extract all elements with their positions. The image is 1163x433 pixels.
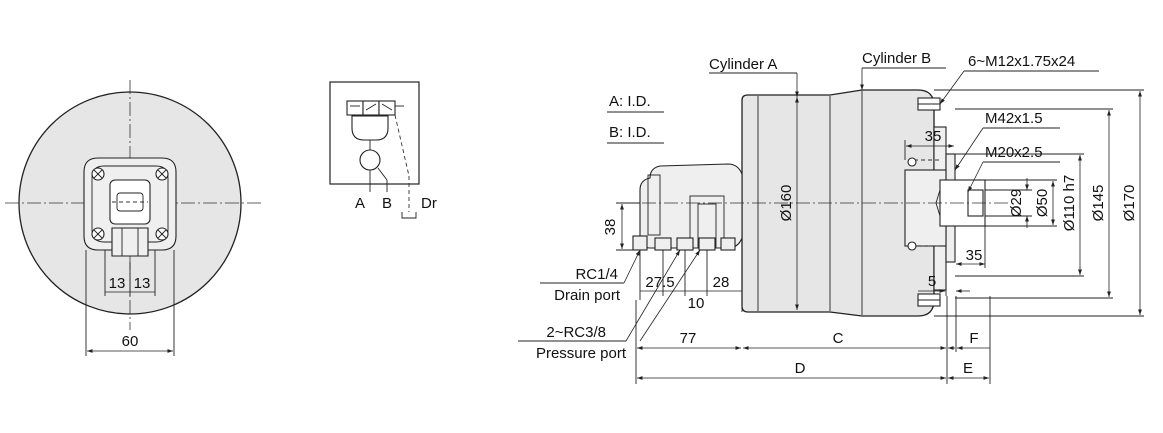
dim-35-bottom: 35 xyxy=(966,247,983,264)
dim-35-top: 35 xyxy=(925,128,942,145)
schematic-port-drain: Dr xyxy=(421,195,437,212)
label-drain-size: RC1/4 xyxy=(575,266,618,283)
dim-dia170: Ø170 xyxy=(1121,185,1138,222)
label-cylinder-b: Cylinder B xyxy=(862,50,931,67)
dim-dia160: Ø160 xyxy=(778,185,795,222)
dim-10: 10 xyxy=(688,295,705,312)
dim-front-width: 60 xyxy=(122,333,139,350)
schematic-check-circle xyxy=(359,149,381,171)
label-b-id: B: I.D. xyxy=(609,124,651,141)
label-pressure-size: 2~RC3/8 xyxy=(546,324,606,341)
label-drain-port: Drain port xyxy=(554,287,621,304)
side-view: Ø160 Cylinder A Cylinder B 6~M12x1.75x24… xyxy=(518,50,1144,384)
rotary-valve xyxy=(639,163,743,249)
front-port-neck xyxy=(111,227,149,257)
dim-dia145: Ø145 xyxy=(1090,185,1107,222)
dim-27-5: 27.5 xyxy=(645,274,674,291)
dim-5: 5 xyxy=(928,273,936,290)
dim-front-port-right: 13 xyxy=(134,275,151,292)
dim-dia110: Ø110 h7 xyxy=(1061,175,1078,231)
schematic-port-b: B xyxy=(382,195,392,212)
schematic-frame xyxy=(329,81,420,185)
label-thread-inner: M20x2.5 xyxy=(985,144,1043,161)
dim-77: 77 xyxy=(680,330,697,347)
label-pressure-port: Pressure port xyxy=(536,345,627,362)
dim-d: D xyxy=(795,360,806,377)
label-a-id: A: I.D. xyxy=(609,93,651,110)
schematic-port-a: A xyxy=(355,195,365,212)
dim-front-port-left: 13 xyxy=(109,275,126,292)
label-thread-outer: M42x1.5 xyxy=(985,110,1043,127)
label-cylinder-a: Cylinder A xyxy=(709,56,777,73)
dim-28: 28 xyxy=(713,274,730,291)
dim-c: C xyxy=(833,330,844,347)
label-bolt-spec: 6~M12x1.75x24 xyxy=(968,53,1075,70)
front-view: 13 13 60 xyxy=(5,80,262,356)
dim-f: F xyxy=(969,330,978,347)
dim-h38: 38 xyxy=(602,219,619,236)
dim-e: E xyxy=(963,360,973,377)
dim-dia50: Ø50 xyxy=(1034,189,1051,217)
dim-dia29: Ø29 xyxy=(1008,189,1025,217)
hydraulic-schematic: A B Dr xyxy=(329,81,437,219)
